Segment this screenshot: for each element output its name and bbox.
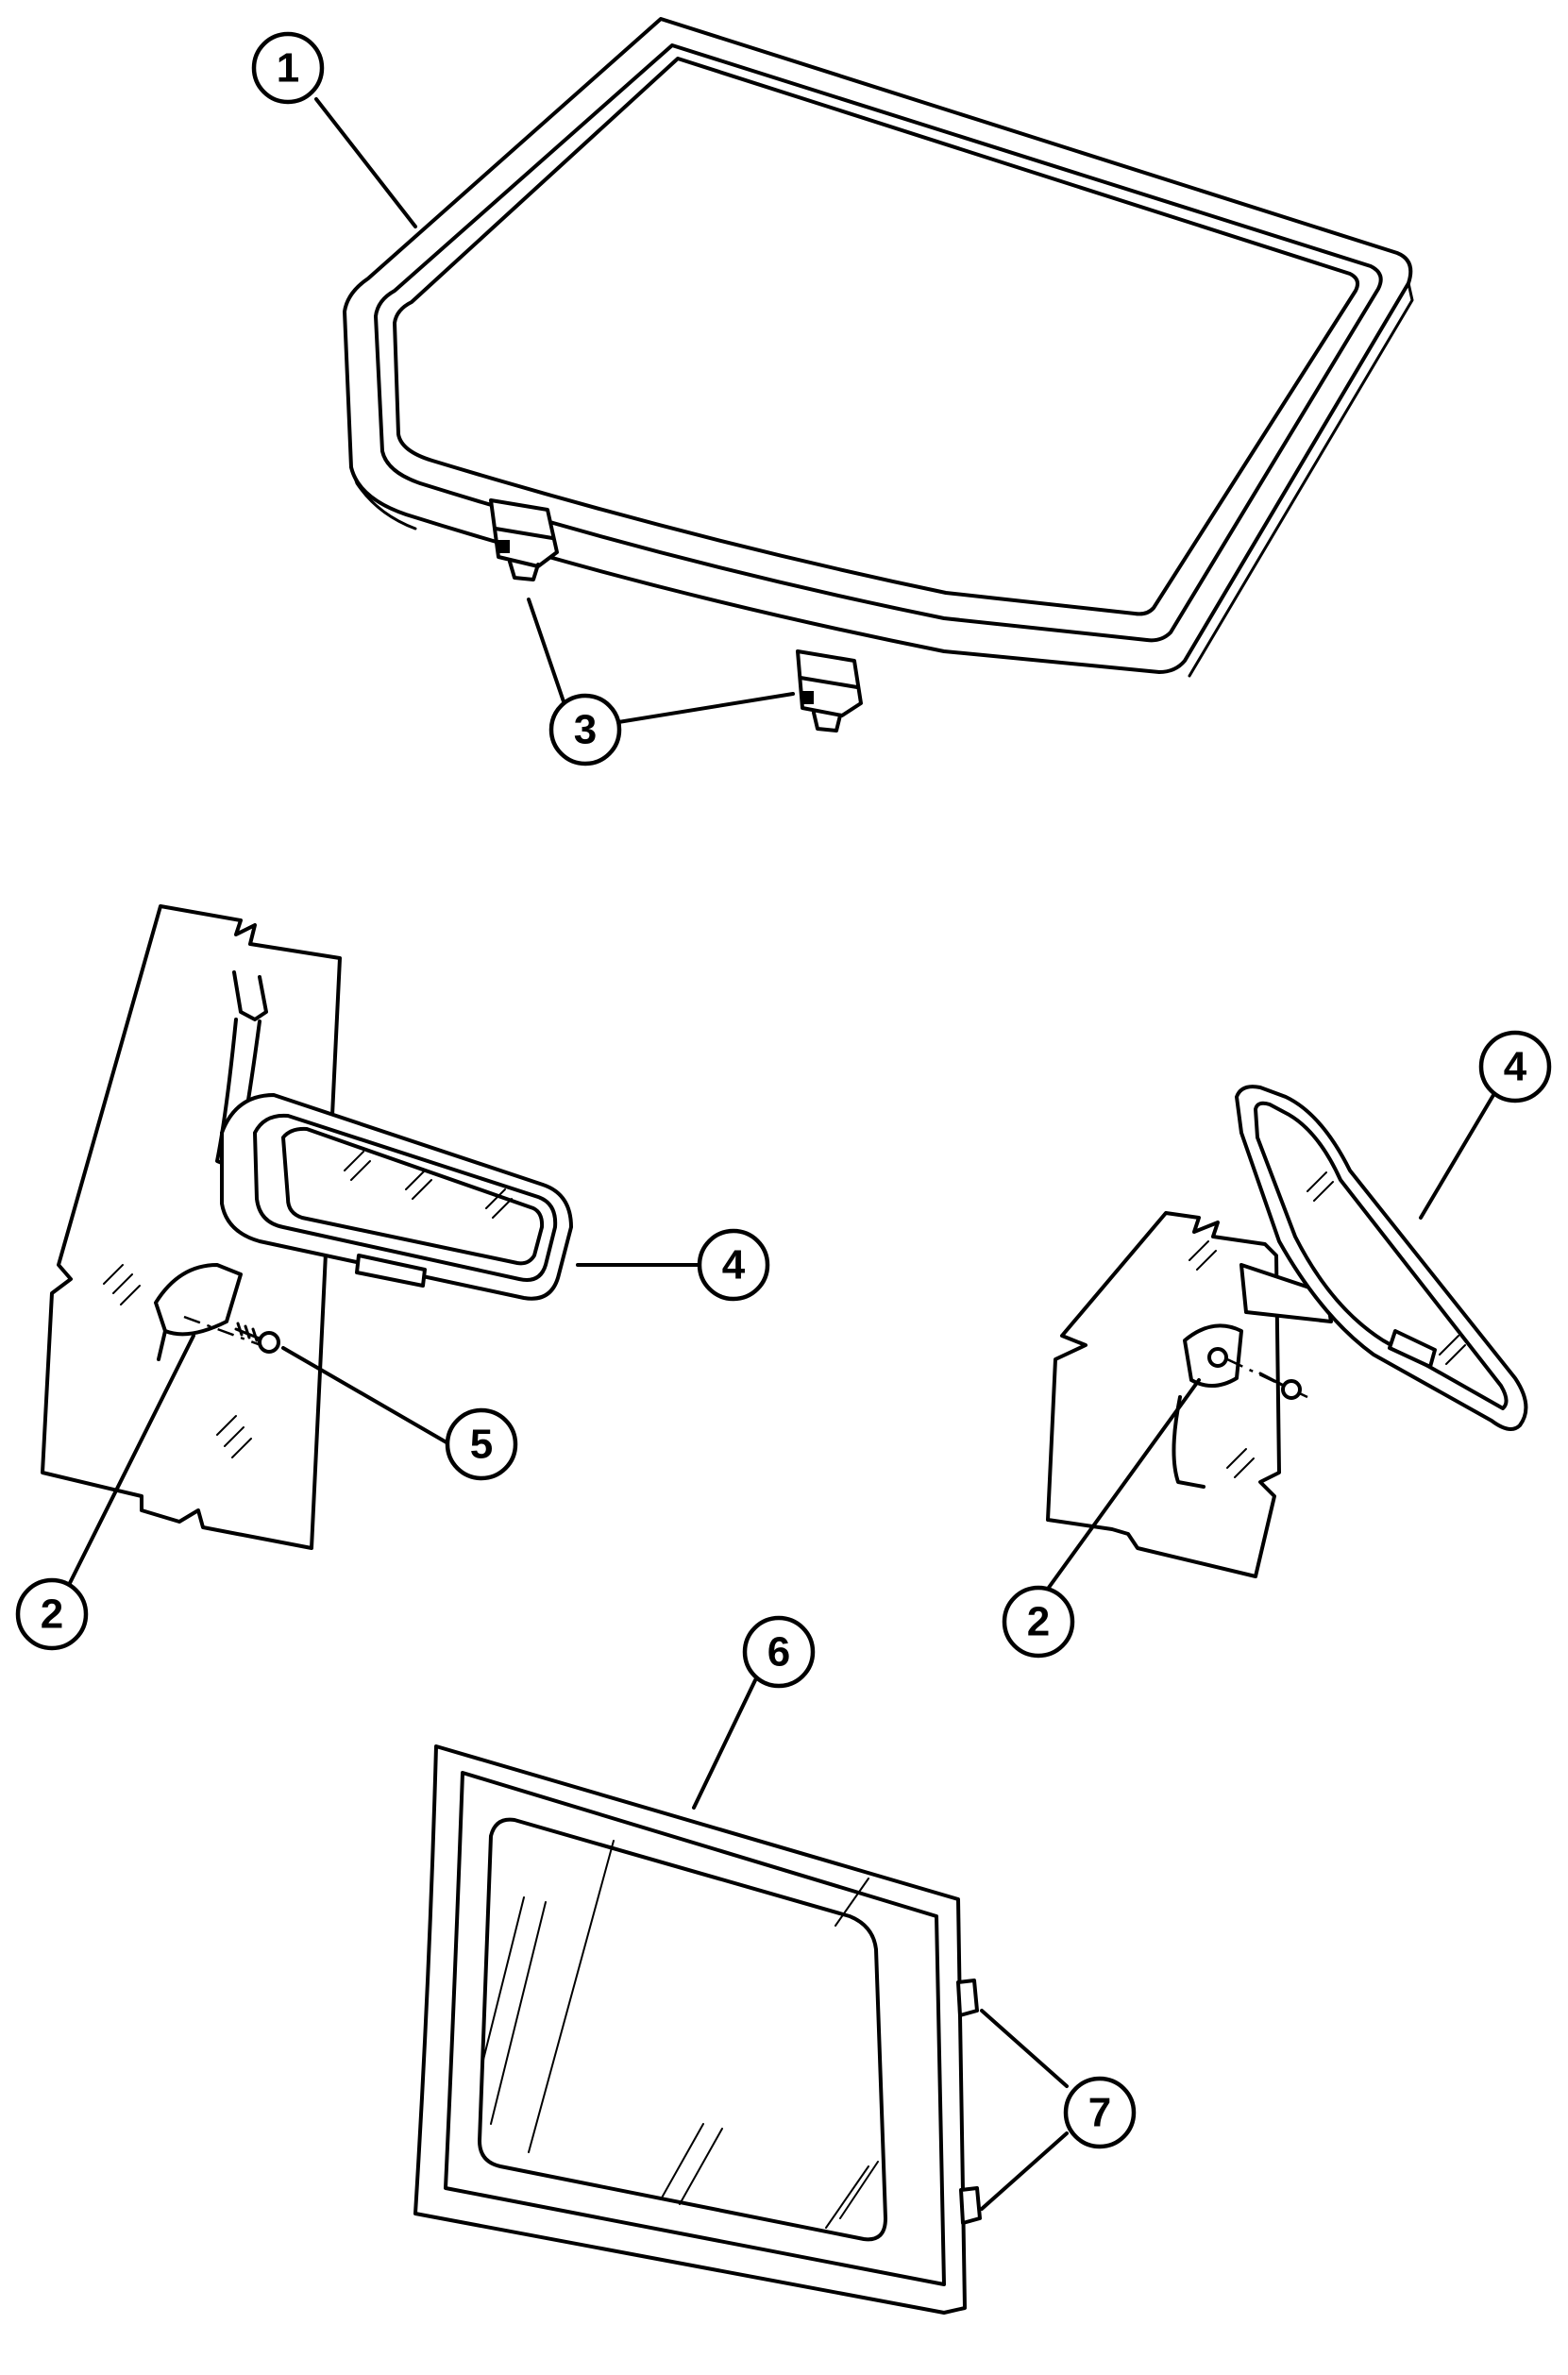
left-windshield-section (41, 904, 342, 1550)
left-mirror (220, 1093, 573, 1301)
windshield-clip-right (796, 649, 863, 733)
svg-text:4: 4 (1504, 1044, 1527, 1090)
callout-bracket-right: 2 (1002, 1585, 1075, 1659)
svg-text:2: 2 (1027, 1599, 1050, 1645)
back-window-clip-lower (959, 2186, 982, 2225)
leader-bracket-right (1041, 1378, 1201, 1597)
callout-mirror-right: 4 (1478, 1030, 1552, 1103)
svg-text:6: 6 (767, 1629, 790, 1676)
windshield-glass (343, 17, 1414, 678)
leader-screw (281, 1346, 460, 1451)
right-mirror (1235, 1085, 1528, 1431)
callout-screw: 5 (445, 1407, 518, 1481)
svg-text:1: 1 (277, 45, 299, 92)
leader-back-window (692, 1678, 757, 1810)
right-windshield-section (1046, 1211, 1281, 1578)
back-window-glass (413, 1744, 967, 2315)
leader-bracket-left (55, 1334, 195, 1611)
windshield-clip-left (489, 498, 559, 581)
leader-clip-right (616, 692, 795, 724)
left-mirror-screw (183, 1315, 280, 1354)
leader-mirror-right (1419, 1088, 1498, 1220)
svg-text:3: 3 (574, 707, 597, 753)
callout-mirror-left: 4 (697, 1228, 770, 1302)
right-mirror-screw (1226, 1357, 1308, 1400)
svg-text:7: 7 (1088, 2090, 1111, 2136)
leader-clip-upper (980, 2009, 1069, 2088)
svg-text:4: 4 (722, 1242, 746, 1289)
callout-clips-windshield: 3 (548, 693, 622, 766)
leader-windshield (314, 97, 417, 228)
callout-clips-back-window: 7 (1063, 2076, 1137, 2149)
callout-windshield: 1 (251, 31, 325, 105)
callout-back-window: 6 (742, 1615, 816, 1689)
svg-text:5: 5 (470, 1422, 493, 1468)
left-mirror-bracket (154, 1263, 243, 1361)
svg-text:2: 2 (41, 1592, 63, 1638)
back-window-clip-upper (956, 1979, 979, 2017)
leader-clip-lower (980, 2131, 1069, 2211)
callout-bracket-left: 2 (15, 1577, 89, 1651)
leader-clip-left (527, 598, 568, 712)
